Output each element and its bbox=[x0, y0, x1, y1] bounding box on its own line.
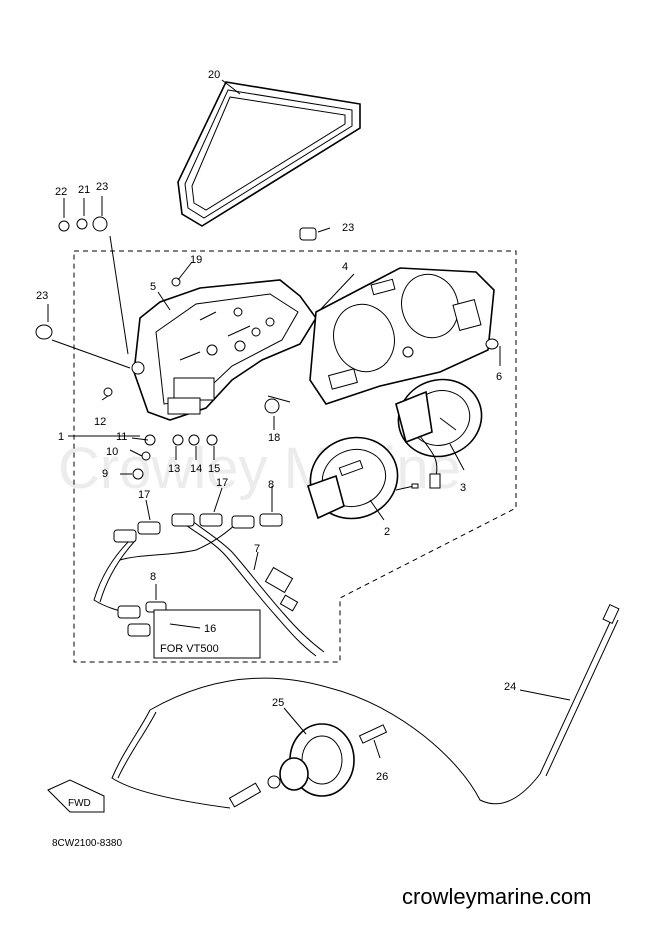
callout-9: 9 bbox=[102, 468, 108, 480]
callout-6: 6 bbox=[496, 371, 502, 383]
watermark-text: Crowley Marine bbox=[58, 436, 461, 501]
callout-7: 7 bbox=[254, 543, 260, 555]
callout-3: 3 bbox=[460, 482, 466, 494]
meter-cover-part bbox=[309, 267, 495, 405]
callout-4: 4 bbox=[342, 261, 348, 273]
callout-11: 11 bbox=[116, 431, 127, 443]
variant-box-label: FOR VT500 bbox=[160, 643, 219, 655]
assembly-boundary bbox=[73, 250, 517, 663]
callout-23-top: 23 bbox=[96, 181, 108, 193]
callout-19: 19 bbox=[190, 254, 202, 266]
callout-25: 25 bbox=[272, 697, 284, 709]
wire-harness-part bbox=[93, 515, 325, 657]
callout-10: 10 bbox=[106, 446, 118, 458]
site-footer: crowleymarine.com bbox=[402, 884, 592, 909]
callout-2: 2 bbox=[384, 526, 390, 538]
speedometer-part bbox=[307, 436, 419, 520]
callout-8-bottom: 8 bbox=[150, 571, 156, 583]
variant-box bbox=[153, 609, 261, 659]
speedometer-cable-part bbox=[111, 603, 620, 809]
callout-8-top: 8 bbox=[268, 479, 274, 491]
fasteners bbox=[35, 216, 499, 480]
fwd-arrow-icon: FWD bbox=[47, 779, 105, 813]
callout-22: 22 bbox=[55, 186, 67, 198]
callout-1: 1 bbox=[58, 431, 64, 443]
callout-16: 16 bbox=[204, 623, 216, 635]
callout-26: 26 bbox=[376, 771, 388, 783]
callout-18: 18 bbox=[268, 432, 280, 444]
callout-15: 15 bbox=[208, 463, 220, 475]
callout-17-right: 17 bbox=[216, 477, 228, 489]
callout-24: 24 bbox=[504, 681, 516, 693]
leader-lines bbox=[47, 79, 571, 759]
gear-unit-part bbox=[267, 723, 355, 797]
callout-17-left: 17 bbox=[138, 489, 150, 501]
callout-23-left: 23 bbox=[36, 290, 48, 302]
collar-part bbox=[358, 724, 388, 744]
callout-13: 13 bbox=[168, 463, 180, 475]
meter-case-part bbox=[133, 279, 317, 421]
tachometer-part bbox=[395, 378, 483, 489]
diagram-code: 8CW2100-8380 bbox=[52, 838, 122, 849]
callout-20: 20 bbox=[208, 69, 220, 81]
callout-5: 5 bbox=[150, 281, 156, 293]
callout-23-right: 23 bbox=[342, 222, 354, 234]
callout-12: 12 bbox=[94, 416, 106, 428]
callout-14: 14 bbox=[190, 463, 202, 475]
callout-21: 21 bbox=[78, 184, 90, 196]
fwd-label: FWD bbox=[68, 798, 91, 809]
lens-gasket-part bbox=[177, 81, 361, 227]
